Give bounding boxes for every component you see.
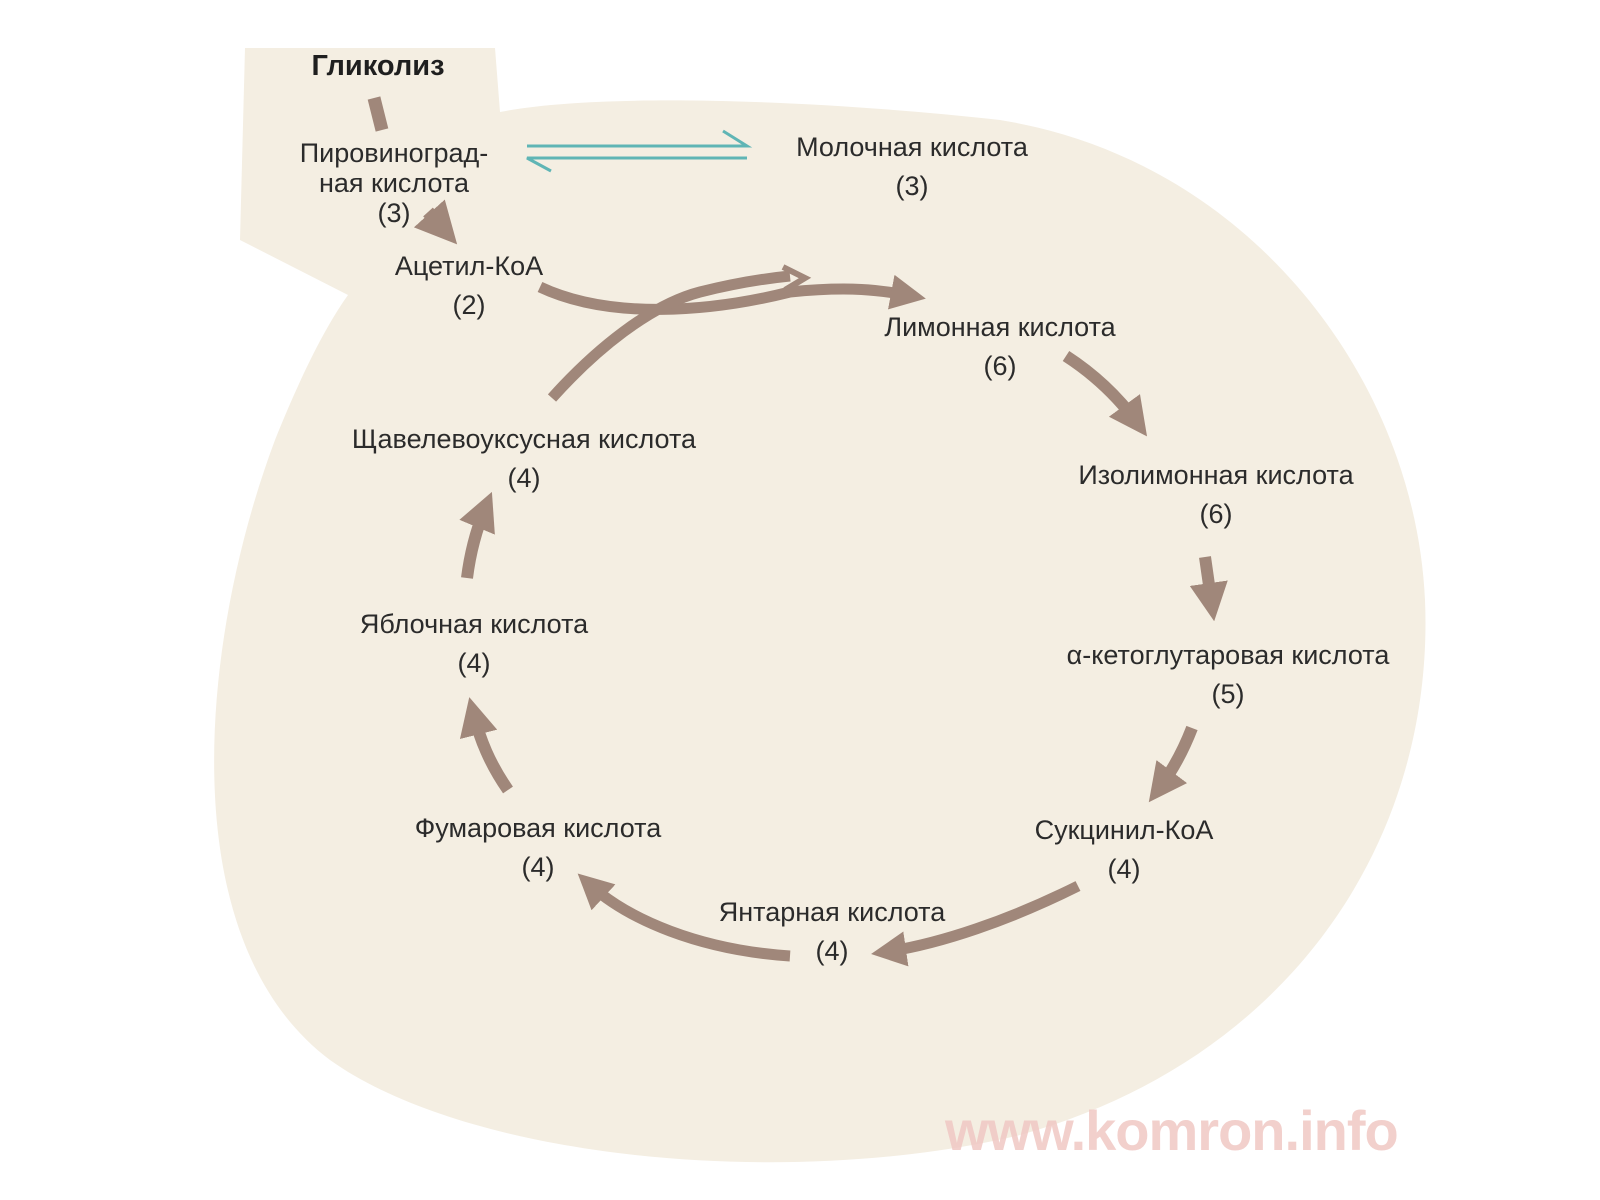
- acetyl-coa-carbon-count: (2): [452, 290, 486, 320]
- arrow-isocitric-to-ketoglutaric: [1189, 556, 1228, 622]
- arrow-malic-to-oxaloacetic: [459, 491, 495, 579]
- citric-name: Лимонная кислота: [884, 312, 1116, 342]
- arrow-oxaloacetic-to-citric: [547, 270, 791, 402]
- node-alpha-ketoglutaric-acid: α-кетоглутаровая кислота (5): [1067, 636, 1390, 714]
- oxaloacetic-carbon-count: (4): [507, 463, 541, 493]
- arrow-glycolysis-to-pyruvate: [367, 96, 389, 132]
- fumaric-carbon-count: (4): [521, 852, 555, 882]
- node-isocitric-acid: Изолимонная кислота (6): [1078, 456, 1353, 534]
- pyruvic-name-line2: ная кислота: [318, 168, 469, 198]
- lactic-carbon-count: (3): [895, 171, 929, 201]
- arrow-succinic-to-fumaric: [577, 873, 791, 962]
- cell-background: [214, 48, 1426, 1163]
- arrow-acetyl-coa-to-citric: [537, 274, 926, 315]
- acetyl-coa-name: Ацетил-КоА: [394, 251, 544, 281]
- watermark-text: www.komron.info: [945, 1099, 1399, 1162]
- arrow-ketoglutaric-to-succinyl-coa: [1148, 725, 1198, 803]
- oxaloacetic-name: Щавелевоуксусная кислота: [351, 424, 697, 454]
- alpha-ketoglutaric-carbon-count: (5): [1211, 679, 1245, 709]
- arrow-oxaloacetic-to-citric-tip: [781, 264, 812, 293]
- succinic-carbon-count: (4): [815, 936, 849, 966]
- alpha-ketoglutaric-name: α-кетоглутаровая кислота: [1066, 640, 1390, 670]
- fumaric-name: Фумаровая кислота: [414, 813, 662, 843]
- lactic-name: Молочная кислота: [796, 132, 1028, 162]
- node-succinyl-coa: Сукцинил-КоА (4): [1035, 811, 1214, 889]
- pyruvic-name-line1: Пировиноград-: [299, 138, 489, 168]
- node-acetyl-coa: Ацетил-КоА (2): [395, 247, 543, 325]
- pyruvic-carbon-count: (3): [377, 198, 411, 228]
- succinic-name: Янтарная кислота: [718, 897, 946, 927]
- node-lactic-acid: Молочная кислота (3): [796, 128, 1028, 206]
- citric-carbon-count: (6): [983, 351, 1017, 381]
- arrow-succinyl-coa-to-succinic: [871, 881, 1081, 967]
- node-pyruvic-acid: Пировиноград- ная кислота (3): [300, 138, 489, 228]
- succinyl-coa-name: Сукцинил-КоА: [1034, 815, 1214, 845]
- arrow-citric-to-isocitric: [1062, 350, 1148, 437]
- node-citric-acid: Лимонная кислота (6): [884, 308, 1115, 386]
- glycolysis-name: Гликолиз: [311, 50, 445, 82]
- malic-name: Яблочная кислота: [359, 609, 589, 639]
- arrow-pyruvate-to-acetyl-coa: [413, 199, 458, 245]
- node-fumaric-acid: Фумаровая кислота (4): [415, 809, 661, 887]
- succinyl-coa-carbon-count: (4): [1107, 854, 1141, 884]
- equilibrium-arrows: [526, 129, 753, 173]
- node-oxaloacetic-acid: Щавелевоуксусная кислота (4): [352, 420, 696, 498]
- isocitric-name: Изолимонная кислота: [1078, 460, 1354, 490]
- node-succinic-acid: Янтарная кислота (4): [719, 893, 946, 971]
- node-malic-acid: Яблочная кислота (4): [360, 605, 588, 683]
- malic-carbon-count: (4): [457, 648, 491, 678]
- glycolysis-label: Гликолиз: [311, 47, 444, 86]
- arrow-fumaric-to-malic: [459, 697, 513, 794]
- isocitric-carbon-count: (6): [1199, 499, 1233, 529]
